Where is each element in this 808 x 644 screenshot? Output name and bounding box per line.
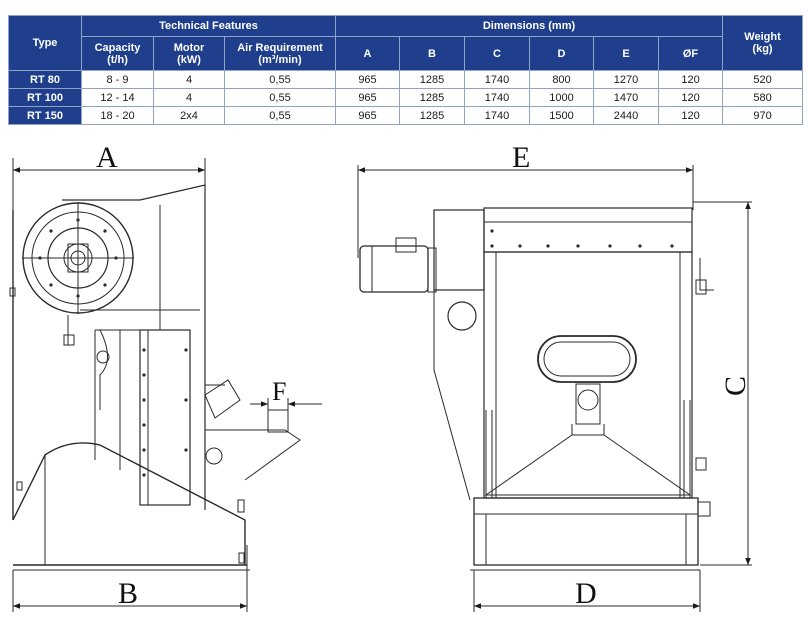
weight-cell: 970	[722, 106, 804, 125]
dimension-e-header: E	[593, 36, 659, 71]
capacity-header: Capacity(t/h)	[81, 36, 154, 71]
f-cell: 120	[657, 88, 724, 107]
f-cell: 120	[657, 106, 724, 125]
table-row: RT 80 8 - 9 4 0,55 965 1285 1740 800 127…	[8, 70, 804, 89]
e-cell: 1470	[593, 88, 659, 107]
label-e: E	[512, 141, 530, 174]
a-cell: 965	[335, 106, 400, 125]
capacity-cell: 18 - 20	[81, 106, 154, 125]
air-requirement-header: Air Requirement(m³/min)	[224, 36, 336, 71]
motor-cell: 2x4	[153, 106, 225, 125]
d-cell: 1500	[529, 106, 594, 125]
technical-specifications-table: Type Technical Features Dimensions (mm) …	[8, 15, 804, 125]
label-c: C	[719, 376, 752, 396]
label-b: B	[118, 577, 138, 610]
weight-cell: 520	[722, 70, 804, 89]
dimension-f-header: ØF	[657, 36, 724, 71]
dimensions-header: Dimensions (mm)	[334, 15, 724, 37]
dimension-b-header: B	[399, 36, 465, 71]
c-cell: 1740	[464, 106, 530, 125]
c-cell: 1740	[464, 70, 530, 89]
c-cell: 1740	[464, 88, 530, 107]
air-cell: 0,55	[224, 88, 336, 107]
a-cell: 965	[335, 88, 400, 107]
table-row: RT 100 12 - 14 4 0,55 965 1285 1740 1000…	[8, 88, 804, 107]
front-view-drawing	[357, 165, 752, 612]
type-cell: RT 150	[8, 106, 82, 125]
capacity-cell: 12 - 14	[81, 88, 154, 107]
type-header: Type	[8, 15, 82, 71]
capacity-cell: 8 - 9	[81, 70, 154, 89]
weight-cell: 580	[722, 88, 804, 107]
f-cell: 120	[657, 70, 724, 89]
label-a: A	[96, 141, 118, 174]
type-cell: RT 80	[8, 70, 82, 89]
b-cell: 1285	[399, 88, 465, 107]
d-cell: 800	[529, 70, 594, 89]
dimension-d-header: D	[529, 36, 594, 71]
b-cell: 1285	[399, 106, 465, 125]
air-cell: 0,55	[224, 106, 336, 125]
b-cell: 1285	[399, 70, 465, 89]
table-row: RT 150 18 - 20 2x4 0,55 965 1285 1740 15…	[8, 106, 804, 125]
e-cell: 2440	[593, 106, 659, 125]
side-view-drawing	[9, 158, 322, 612]
label-d: D	[575, 577, 597, 610]
type-cell: RT 100	[8, 88, 82, 107]
d-cell: 1000	[529, 88, 594, 107]
label-f: F	[272, 377, 286, 406]
weight-header: Weight (kg)	[722, 15, 804, 71]
